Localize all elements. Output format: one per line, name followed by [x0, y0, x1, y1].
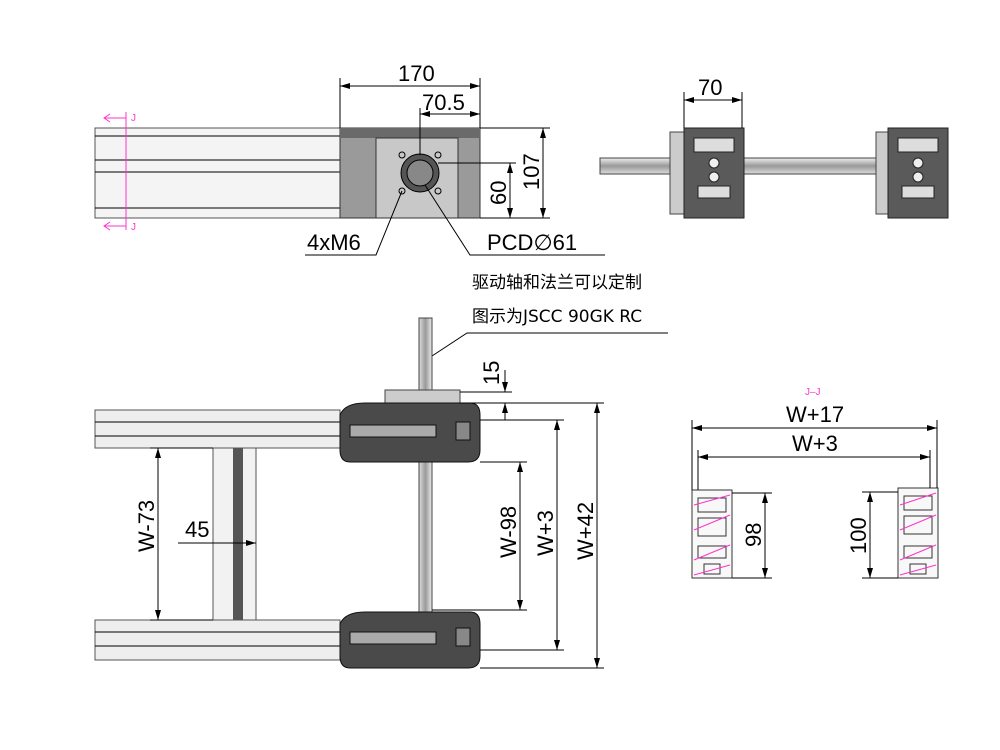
- profile-left: [691, 489, 733, 579]
- dim-15: 15: [479, 361, 504, 385]
- section-title: J–J: [805, 387, 821, 398]
- section-mark-label: J: [131, 222, 136, 233]
- dim-98: 98: [741, 523, 766, 547]
- dim-w-plus-3: W+3: [533, 510, 558, 556]
- note-line-2: 图示为JSCC 90GK RC: [472, 307, 642, 327]
- note-line-1: 驱动轴和法兰可以定制: [472, 273, 642, 293]
- dim-70-5: 70.5: [422, 90, 465, 115]
- dim-60: 60: [486, 181, 511, 205]
- mount-hole: [434, 187, 442, 195]
- rail-upper: [94, 409, 341, 449]
- dim-w-plus-17: W+17: [786, 402, 844, 427]
- rail-profile: [94, 127, 341, 219]
- dim-107: 107: [519, 153, 544, 190]
- mount-hole: [398, 151, 406, 159]
- note-leader: [431, 332, 668, 357]
- mount-hole: [434, 151, 442, 159]
- dim-70: 70: [698, 75, 722, 100]
- leader-pcd: [424, 184, 605, 256]
- side-view: 70: [599, 75, 949, 219]
- dim-170: 170: [398, 61, 435, 86]
- label-pcd: PCD∅61: [487, 230, 577, 255]
- top-view: J J 170 70.5 107 60 4xM6 PCD∅61: [94, 61, 605, 256]
- section-arrow-top: [103, 113, 126, 123]
- leader-holes: [305, 190, 403, 256]
- plan-view: W-73 45 15 W-98 W+3 W+42: [94, 317, 604, 669]
- dim-w-98: W-98: [496, 506, 521, 558]
- custom-note: 驱动轴和法兰可以定制 图示为JSCC 90GK RC: [431, 273, 668, 357]
- dim-45: 45: [185, 517, 209, 542]
- flange: [384, 389, 461, 404]
- dim-section-w-plus-3: W+3: [792, 431, 838, 456]
- dim-100: 100: [846, 517, 871, 554]
- drive-shaft-vertical: [418, 317, 433, 619]
- label-4xm6: 4xM6: [307, 230, 361, 255]
- dim-w-73: W-73: [134, 500, 159, 552]
- section-j-j: J–J W+17 W+3 98 100: [691, 387, 939, 579]
- section-mark-label: J: [131, 113, 136, 124]
- section-arrow-bottom: [103, 221, 126, 231]
- dim-w-plus-42: W+42: [573, 502, 598, 560]
- rail-lower: [94, 619, 341, 661]
- mount-hole: [398, 187, 406, 195]
- drive-shaft: [599, 157, 901, 175]
